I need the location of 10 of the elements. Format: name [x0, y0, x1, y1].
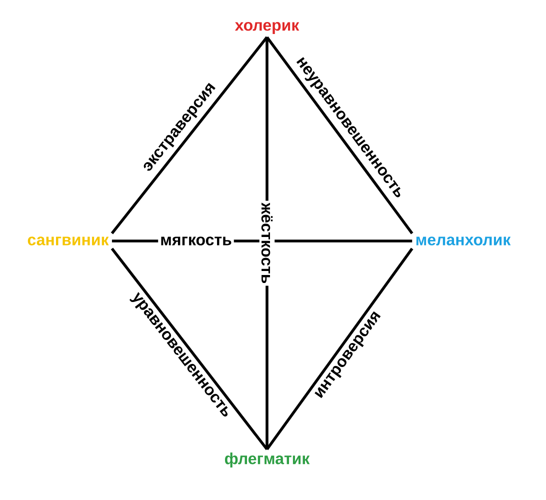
line	[266, 36, 414, 234]
edge-label: жёсткость	[259, 200, 275, 286]
type-label: холерик	[234, 22, 300, 34]
line	[110, 248, 268, 450]
type-label: сангвиник	[28, 236, 109, 246]
edge-label: мягкость	[158, 234, 234, 248]
type-label: флегматик	[225, 452, 310, 468]
line	[110, 36, 268, 234]
type-label: меланхолик	[416, 236, 511, 246]
line	[266, 248, 414, 450]
